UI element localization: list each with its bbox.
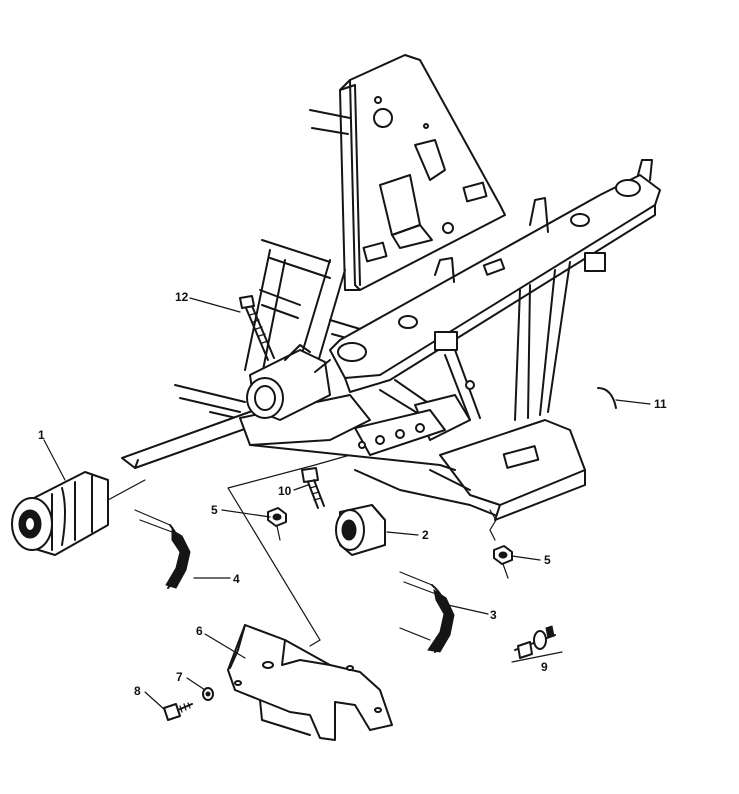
part-1-bearing-assembly — [11, 471, 146, 556]
callout-11: 11 — [654, 397, 667, 411]
ski-boom — [121, 249, 456, 471]
callout-1: 1 — [38, 428, 45, 442]
steering-post-plate — [339, 54, 506, 291]
part-8-bolt — [163, 702, 193, 721]
part-5-nut-right — [489, 509, 513, 579]
callout-4: 4 — [233, 572, 240, 586]
part-10-bolt — [301, 467, 325, 509]
part-6-chain-guard — [227, 624, 393, 741]
callout-10: 10 — [278, 484, 292, 498]
clamp-housing — [246, 344, 331, 421]
part-2-roller — [335, 504, 386, 556]
callout-9: 9 — [541, 660, 548, 674]
callout-6: 6 — [196, 624, 203, 638]
callout-5-right: 5 — [544, 553, 551, 567]
part-12-bolt — [239, 295, 275, 361]
callout-8: 8 — [134, 684, 141, 698]
callout-12: 12 — [175, 290, 189, 304]
callout-3: 3 — [490, 608, 497, 622]
part-11-clip — [597, 387, 617, 409]
part-5-nut-left — [267, 507, 287, 541]
callout-7: 7 — [176, 670, 183, 684]
callout-leaders — [43, 297, 651, 711]
frame-rails — [174, 109, 371, 421]
callout-5-left: 5 — [211, 503, 218, 517]
part-9-pin-assembly — [511, 625, 563, 663]
part-7-washer — [202, 687, 214, 701]
part-4-chain — [134, 509, 191, 589]
callout-2: 2 — [422, 528, 429, 542]
part-3-chain — [399, 571, 455, 653]
upper-cross-member — [329, 159, 661, 393]
